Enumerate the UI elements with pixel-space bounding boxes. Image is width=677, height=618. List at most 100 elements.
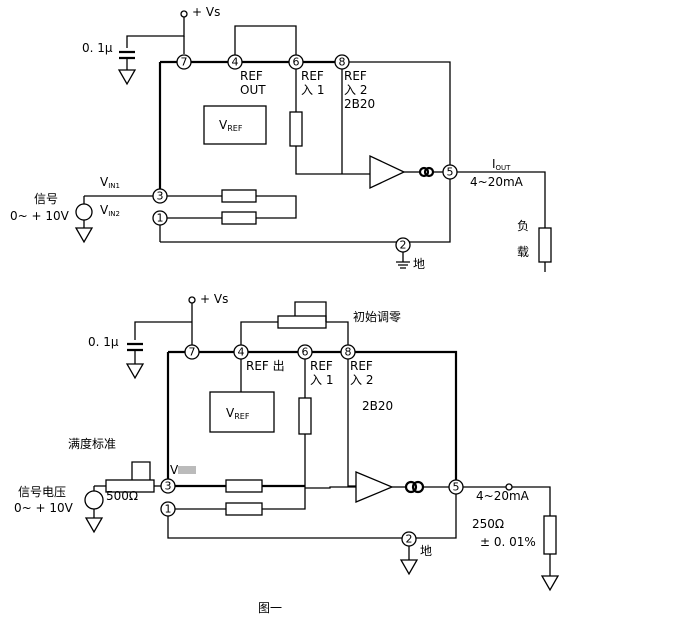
vs-label-2: + Vs <box>200 292 228 306</box>
jumper-4-6 <box>234 25 297 55</box>
pin-4-d2: 4 <box>233 344 249 360</box>
output-terminal-2 <box>505 483 513 491</box>
vs-terminal-2 <box>188 296 196 304</box>
ground-symbol-cap-1 <box>117 69 137 86</box>
svg-text:4: 4 <box>238 346 245 359</box>
svg-text:REF: REF <box>240 69 263 83</box>
svg-text:7: 7 <box>189 346 196 359</box>
pin-3-d2: 3 <box>160 478 176 494</box>
pin-8-d1: 8 <box>334 54 350 70</box>
vref-box-2 <box>209 391 275 433</box>
resistor-in2-2 <box>225 502 263 516</box>
svg-text:OUT: OUT <box>240 83 266 97</box>
pot-label: 500Ω <box>106 489 138 503</box>
vin-label-2: V <box>170 463 179 477</box>
svg-text:4: 4 <box>232 56 239 69</box>
ground-symbol-1 <box>396 252 410 269</box>
pin-4-d1: 4 <box>227 54 243 70</box>
opamp-1 <box>369 154 406 190</box>
ground-symbol-2 <box>399 559 419 576</box>
svg-text:入 1: 入 1 <box>301 83 324 97</box>
svg-text:2B20: 2B20 <box>344 97 375 111</box>
vin-subscript-mark <box>178 466 196 474</box>
svg-text:8: 8 <box>339 56 346 69</box>
diagram-2: + Vs 0. 1μ 初始调零 VREF <box>14 292 560 592</box>
load-label-b: 载 <box>517 245 529 259</box>
vref-box-1 <box>203 105 267 145</box>
pin-8-d2: 8 <box>340 344 356 360</box>
svg-text:6: 6 <box>293 56 300 69</box>
ground-label-2: 地 <box>420 544 432 558</box>
resistor-in1-2 <box>225 479 263 493</box>
load-resistor-1 <box>538 227 552 263</box>
svg-text:2: 2 <box>400 239 407 252</box>
ground-symbol-cap-2 <box>125 363 145 380</box>
current-source-1 <box>418 166 430 178</box>
output-wire-1 <box>457 171 546 228</box>
vs-label-1: + Vs <box>192 5 220 19</box>
resistor-in1-1 <box>221 189 257 203</box>
svg-text:3: 3 <box>157 190 164 203</box>
svg-text:2: 2 <box>406 533 413 546</box>
module-top-edge-2 <box>168 350 458 484</box>
vin1-label: VIN1 <box>100 175 120 190</box>
svg-text:3: 3 <box>165 480 172 493</box>
signal-range-2: 0~ + 10V <box>14 501 74 515</box>
model-label: 2B20 <box>362 399 393 413</box>
pin-6-d2: 6 <box>297 344 313 360</box>
iout-label: IOUT <box>492 157 511 172</box>
current-source-2 <box>404 480 418 494</box>
svg-text:入 2: 入 2 <box>344 83 367 97</box>
cap-label-2: 0. 1μ <box>88 335 119 349</box>
svg-text:6: 6 <box>302 346 309 359</box>
pin-3-d1: 3 <box>152 188 168 204</box>
pin-7-d2: 7 <box>184 344 200 360</box>
signal-label-2: 信号电压 <box>18 485 66 499</box>
range-label-2: 4~20mA <box>476 489 530 503</box>
signal-source-1 <box>75 203 93 221</box>
signal-label-1: 信号 <box>34 192 58 206</box>
range-label-1: 4~20mA <box>470 175 524 189</box>
figure-caption: 图一 <box>258 601 282 615</box>
pin-7-d1: 7 <box>176 54 192 70</box>
module-bottom-wire-1 <box>160 172 451 243</box>
pin-2-d2: 2 <box>401 531 417 547</box>
svg-text:REF: REF <box>301 69 324 83</box>
svg-text:入 1: 入 1 <box>310 373 333 387</box>
pin-1-d1: 1 <box>152 210 168 226</box>
signal-range-1: 0~ + 10V <box>10 209 70 223</box>
zero-adjust-label: 初始调零 <box>353 310 401 324</box>
diagram-1: + Vs 0. 1μ VREF <box>10 5 552 272</box>
vin2-label: VIN2 <box>100 203 120 218</box>
ground-symbol-src-2 <box>84 517 104 534</box>
vs-wire-1 <box>126 17 185 48</box>
pin-5-d1: 5 <box>442 164 458 180</box>
ground-label-1: 地 <box>413 257 425 271</box>
pin-5-d2: 5 <box>448 479 464 495</box>
pin-1-d2: 1 <box>160 501 176 517</box>
svg-text:REF 出: REF 出 <box>246 359 285 373</box>
svg-text:REF: REF <box>310 359 333 373</box>
svg-text:入 2: 入 2 <box>350 373 373 387</box>
load-label-a: 负 <box>517 219 529 233</box>
pin-6-d1: 6 <box>288 54 304 70</box>
fullscale-label: 满度标准 <box>68 436 116 451</box>
zero-adjust-pot <box>277 315 327 329</box>
vref-label-1: VREF <box>219 118 243 133</box>
signal-source-2 <box>84 490 104 510</box>
load-resistor-2 <box>543 515 557 555</box>
ground-symbol-load-2 <box>540 575 560 592</box>
load-tolerance: ± 0. 01% <box>480 535 536 549</box>
vref-label-2: VREF <box>226 406 250 421</box>
svg-text:1: 1 <box>157 212 164 225</box>
capacitor-2 <box>127 342 143 352</box>
svg-text:5: 5 <box>453 481 460 494</box>
ground-symbol-src-1 <box>74 227 94 244</box>
resistor-ref1-1 <box>289 111 303 147</box>
svg-text:REF: REF <box>350 359 373 373</box>
vs-terminal-1 <box>180 10 188 18</box>
svg-text:5: 5 <box>447 166 454 179</box>
svg-text:7: 7 <box>181 56 188 69</box>
cap-label-1: 0. 1μ <box>82 41 113 55</box>
